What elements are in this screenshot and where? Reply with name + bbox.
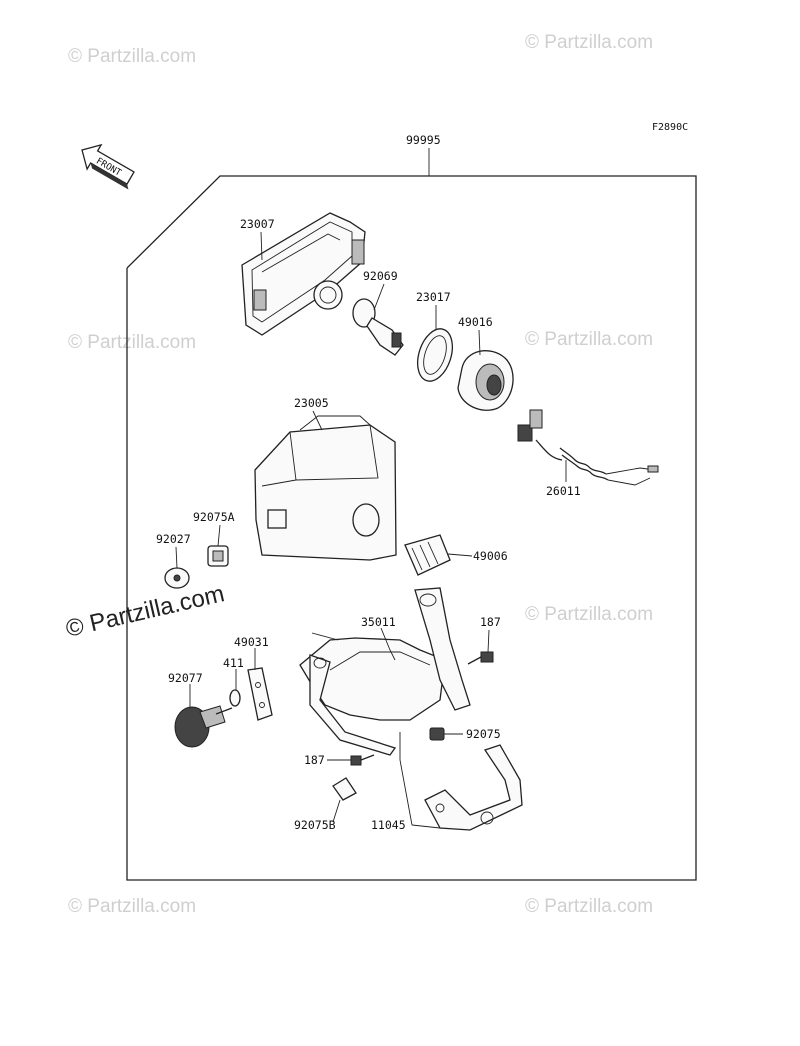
dust-cover [457, 350, 514, 411]
callout-11045: 11045 [371, 818, 406, 832]
washer-411 [229, 689, 241, 707]
watermark-prominent: © Partzilla.com [63, 580, 227, 643]
mounting-plate [247, 667, 273, 721]
bushing-92075a [207, 545, 229, 567]
callout-23005: 23005 [294, 396, 329, 410]
callout-187-lower: 187 [304, 753, 325, 767]
watermark-bottom-left: © Partzilla.com [68, 896, 196, 917]
callout-92077: 92077 [168, 671, 203, 685]
callout-411: 411 [223, 656, 244, 670]
callout-23017: 23017 [416, 290, 451, 304]
leader-lines [175, 231, 567, 829]
callout-labels: 99995 23007 92069 23017 49016 23005 2601… [156, 133, 581, 832]
headlight-bulb [352, 298, 404, 356]
headlight-housing [254, 415, 397, 561]
callout-92075b: 92075B [294, 818, 336, 832]
callout-92027: 92027 [156, 532, 191, 546]
watermark-top-right: © Partzilla.com [525, 32, 653, 53]
bolt-187-right [467, 651, 494, 665]
watermark-top-left: © Partzilla.com [68, 46, 196, 67]
watermark-mid-left: © Partzilla.com [68, 332, 196, 353]
callout-92075: 92075 [466, 727, 501, 741]
callout-92075a: 92075A [193, 510, 235, 524]
rubber-grommet [404, 534, 451, 576]
watermark-mid-right: © Partzilla.com [525, 329, 653, 350]
stay-11045 [424, 744, 523, 831]
front-arrow-icon: FRONT [81, 143, 135, 190]
assembly-outline [126, 148, 697, 881]
callout-49031: 49031 [234, 635, 269, 649]
callout-187-right: 187 [480, 615, 501, 629]
callout-92069: 92069 [363, 269, 398, 283]
clip-92075b [332, 777, 357, 801]
retaining-ring [416, 328, 454, 382]
washer-92027 [164, 567, 190, 589]
callout-23007: 23007 [240, 217, 275, 231]
watermark-lower-right: © Partzilla.com [525, 604, 653, 625]
callout-35011: 35011 [361, 615, 396, 629]
mounting-bracket [299, 587, 471, 756]
diagram-reference-code: F2890C [652, 122, 688, 133]
wire-harness [517, 409, 659, 486]
bolt-187-lower [350, 754, 375, 766]
watermark-bottom-right: © Partzilla.com [525, 896, 653, 917]
collar-92075 [429, 727, 445, 741]
callout-49006: 49006 [473, 549, 508, 563]
adjuster-knob [174, 705, 233, 748]
callout-26011: 26011 [546, 484, 581, 498]
callout-99995: 99995 [406, 133, 441, 147]
callout-49016: 49016 [458, 315, 493, 329]
headlight-lens [241, 212, 366, 336]
